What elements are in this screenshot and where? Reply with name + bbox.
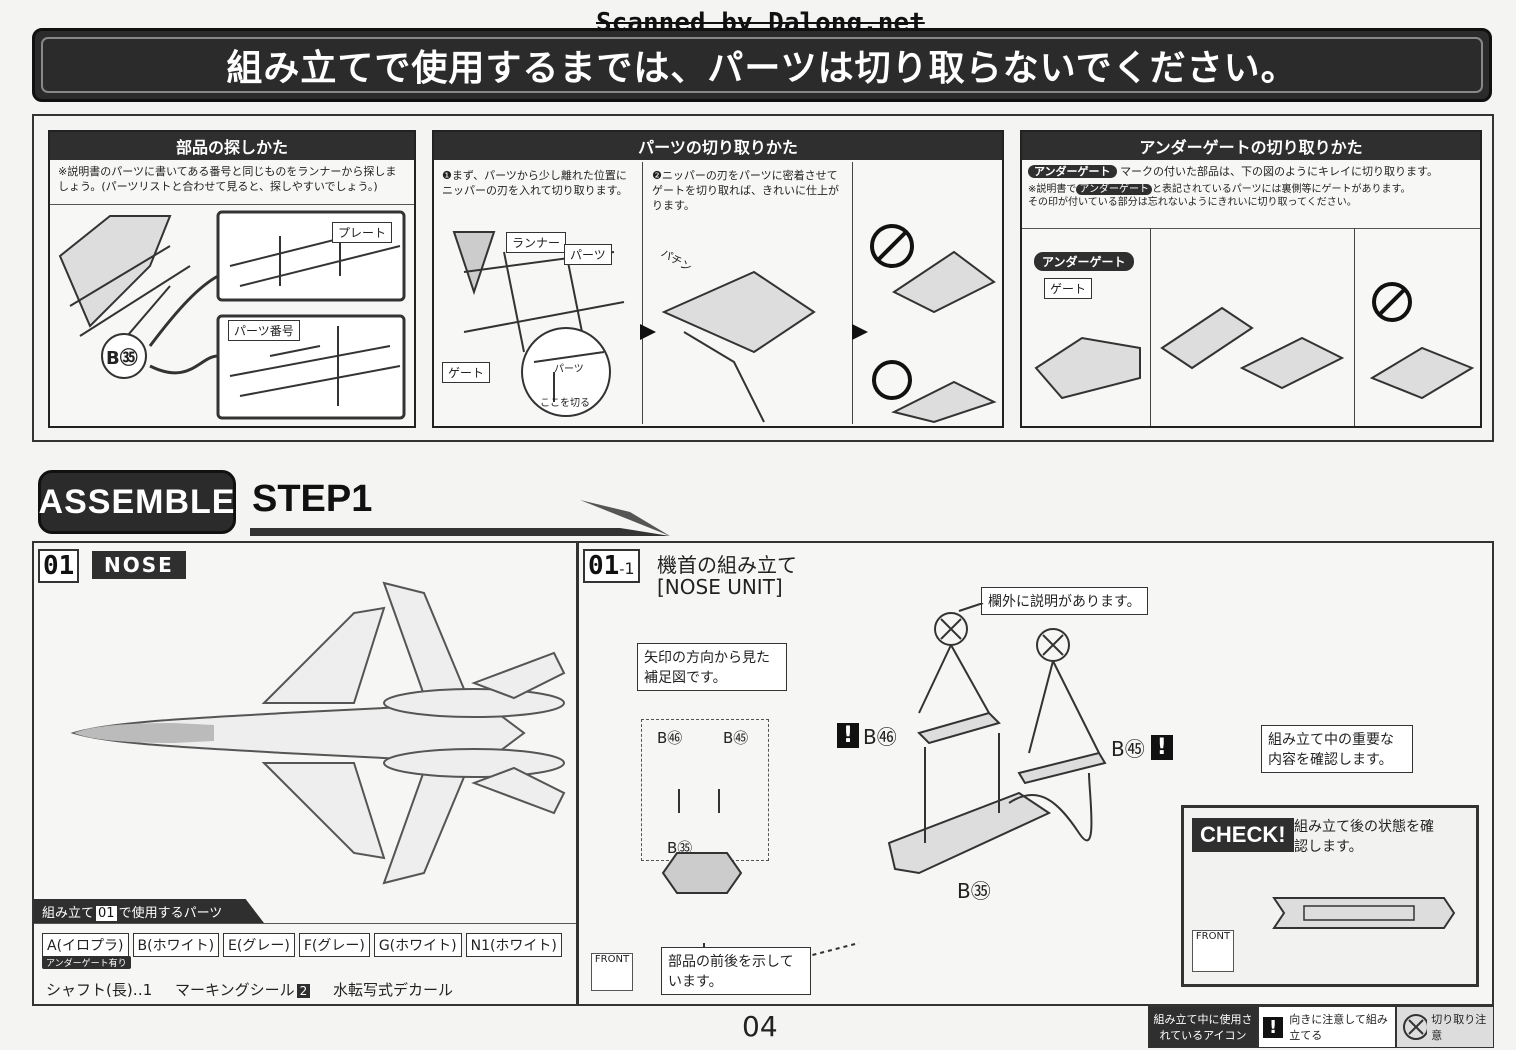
part-number-label: パーツ番号 (228, 320, 300, 341)
find-parts-title: 部品の探しかた (50, 132, 414, 160)
supp-b46: B㊻ (657, 729, 683, 747)
runner-label: ランナー (506, 232, 567, 253)
under-gate-note-2: と表記されているパーツには裏側等にゲートがあります。 (1152, 184, 1411, 195)
part-chip-n1: N1(ホワイト) (465, 933, 562, 957)
assemble-badge: ASSEMBLE (38, 470, 236, 534)
part-chip-e: E(グレー) (223, 933, 295, 957)
check-box: CHECK! 組み立て後の状態を確認します。 FRONT (1181, 805, 1479, 987)
cut-step-1: ❶まず、パーツから少し離れた位置にニッパーの刃を入れて切り取ります。 (442, 169, 628, 197)
howto-section: 部品の探しかた ※説明書のパーツに書いてある番号と同じものをランナーから探しまし… (32, 114, 1494, 442)
under-gate-desc-row: アンダーゲート マークの付いた部品は、下の図のようにキレイに切り取ります。 (1022, 160, 1480, 183)
cut-here-label: ここを切る (540, 398, 590, 409)
legend-title: 組み立て中に使用されているアイコン (1148, 1006, 1258, 1048)
section-01-1-num-sub: 1 (624, 559, 635, 578)
section-01-1-subtitle: [NOSE UNIT] (657, 575, 783, 599)
label-b46-row: ! B㊻ (837, 721, 897, 750)
parts-used-header-b: で使用するパーツ (118, 906, 223, 921)
legend-attention: ! 向きに注意して組み立てる (1258, 1006, 1396, 1048)
arrow-view-note-box: 矢印の方向から見た補足図です。 (637, 643, 787, 691)
supp-b45: B㊺ (723, 729, 749, 747)
under-gate-title: アンダーゲートの切り取りかた (1022, 132, 1480, 160)
under-gate-badge: アンダーゲート (1028, 165, 1117, 178)
parts-used-header-num: 01 (96, 906, 117, 921)
parts-list: A(イロプラ)B(ホワイト)E(グレー)F(グレー)G(ホワイト)N1(ホワイト… (42, 933, 566, 957)
part-callout-circle (101, 333, 147, 379)
section-01-number: 01 (38, 549, 80, 583)
cut-parts-panel: パーツの切り取りかた ❶まず、パーツから少し離れた位置にニッパーの刃を入れて切り… (432, 130, 1004, 428)
parts-used-header-a: 組み立て (42, 906, 95, 921)
section-01-1-num-main: 01 (588, 551, 620, 581)
step-title: STEP1 (252, 478, 373, 520)
nipper-illustration (452, 224, 997, 424)
section-01-1-number: 01-1 (583, 549, 640, 583)
plate-label: プレート (332, 222, 393, 243)
under-gate-note-3: その印が付いている部分は忘れないようにきれいに切り取ってください。 (1028, 197, 1357, 208)
label-b45: B㊺ (1111, 737, 1145, 761)
legend-cut-text: 切り取り注意 (1431, 1013, 1487, 1042)
part-chip-a: A(イロプラ) (42, 933, 129, 957)
attention-icon: ! (1263, 1016, 1284, 1038)
extra-marking-sticker: マーキングシール (175, 981, 295, 999)
outside-note-box: 欄外に説明があります。 (981, 587, 1148, 615)
ng-icon (870, 224, 914, 268)
part-callout: B㉟ (106, 348, 138, 369)
check-desc: 組み立て後の状態を確認します。 (1294, 819, 1434, 855)
icon-legend: 組み立て中に使用されているアイコン ! 向きに注意して組み立てる 切り取り注意 (1148, 1006, 1494, 1048)
warning-banner-text: 組み立てで使用するまでは、パーツは切り取らないでください。 (226, 48, 1298, 89)
part-chip-f: F(グレー) (298, 933, 370, 957)
label-b35: B㉟ (957, 879, 991, 903)
label-b46: B㊻ (863, 725, 897, 749)
label-b45-row: B㊺ ! (1111, 733, 1173, 762)
under-gate-desc: マークの付いた部品は、下の図のようにキレイに切り取ります。 (1120, 165, 1438, 178)
front-icon-label: FRONT (594, 954, 630, 965)
page-number: 04 (742, 1010, 778, 1043)
attention-icon: ! (837, 723, 860, 748)
check-badge: CHECK! (1192, 818, 1294, 852)
under-gate-panel: アンダーゲートの切り取りかた アンダーゲート マークの付いた部品は、下の図のよう… (1020, 130, 1482, 428)
find-parts-note: ※説明書のパーツに書いてある番号と同じものをランナーから探しましょう。(パーツリ… (58, 165, 397, 193)
section-01-1-nose-unit: 01-1 機首の組み立て [NOSE UNIT] 欄外に説明があります。 矢印の… (577, 541, 1494, 1006)
under-gate-illustration (1034, 282, 1475, 400)
legend-cut: 切り取り注意 (1396, 1006, 1494, 1048)
section-01-name: NOSE (92, 551, 186, 579)
gate-label: ゲート (442, 362, 491, 383)
marking-sticker-number: 2 (296, 984, 311, 998)
nose-unit-assembly-diagram (661, 603, 1107, 985)
under-gate-note: ※説明書でアンダーゲートと表記されているパーツには裏側等にゲートがあります。 そ… (1022, 183, 1480, 209)
under-gate-note-badge: アンダーゲート (1076, 184, 1152, 195)
legend-attention-text: 向きに注意して組み立てる (1289, 1013, 1388, 1042)
cut-caution-icon (1403, 1014, 1428, 1040)
runner-illustration (58, 210, 406, 420)
under-gate-diagram-badge: アンダーゲート (1034, 252, 1134, 271)
attention-icon: ! (1150, 735, 1173, 760)
extra-shaft: シャフト(長)‥1 (46, 981, 153, 999)
important-note-box: 組み立て中の重要な内容を確認します。 (1261, 725, 1413, 773)
part-chip-b: B(ホワイト) (132, 933, 220, 957)
warning-banner: 組み立てで使用するまでは、パーツは切り取らないでください。 (32, 28, 1492, 102)
cut-parts-title: パーツの切り取りかた (434, 132, 1002, 160)
step-arrow-icon (250, 500, 670, 536)
aircraft-topview (70, 581, 566, 885)
parts-small-label: パーツ (554, 364, 584, 375)
extra-water-decal: 水転写式デカール (333, 981, 454, 999)
parts-label: パーツ (564, 244, 612, 265)
find-parts-panel: 部品の探しかた ※説明書のパーツに書いてある番号と同じものをランナーから探しまし… (48, 130, 416, 428)
assembled-part-image (1272, 897, 1456, 929)
section-01-1-title: 機首の組み立て (657, 553, 797, 577)
check-front-label: FRONT (1195, 931, 1231, 942)
ng-icon (1372, 282, 1412, 322)
front-icon: FRONT (1192, 930, 1234, 972)
under-gate-gate-label: ゲート (1044, 278, 1093, 299)
under-gate-flag: アンダーゲート有り (42, 956, 131, 969)
ok-icon (872, 360, 912, 400)
front-icon: FRONT (591, 953, 633, 991)
under-gate-note-1: ※説明書で (1028, 184, 1077, 195)
part-chip-g: G(ホワイト) (373, 933, 462, 957)
cut-step-2: ❷ニッパーの刃をパーツに密着させてゲートを切り取れば、きれいに仕上がります。 (652, 169, 839, 212)
front-note-box: 部品の前後を示しています。 (661, 947, 811, 995)
